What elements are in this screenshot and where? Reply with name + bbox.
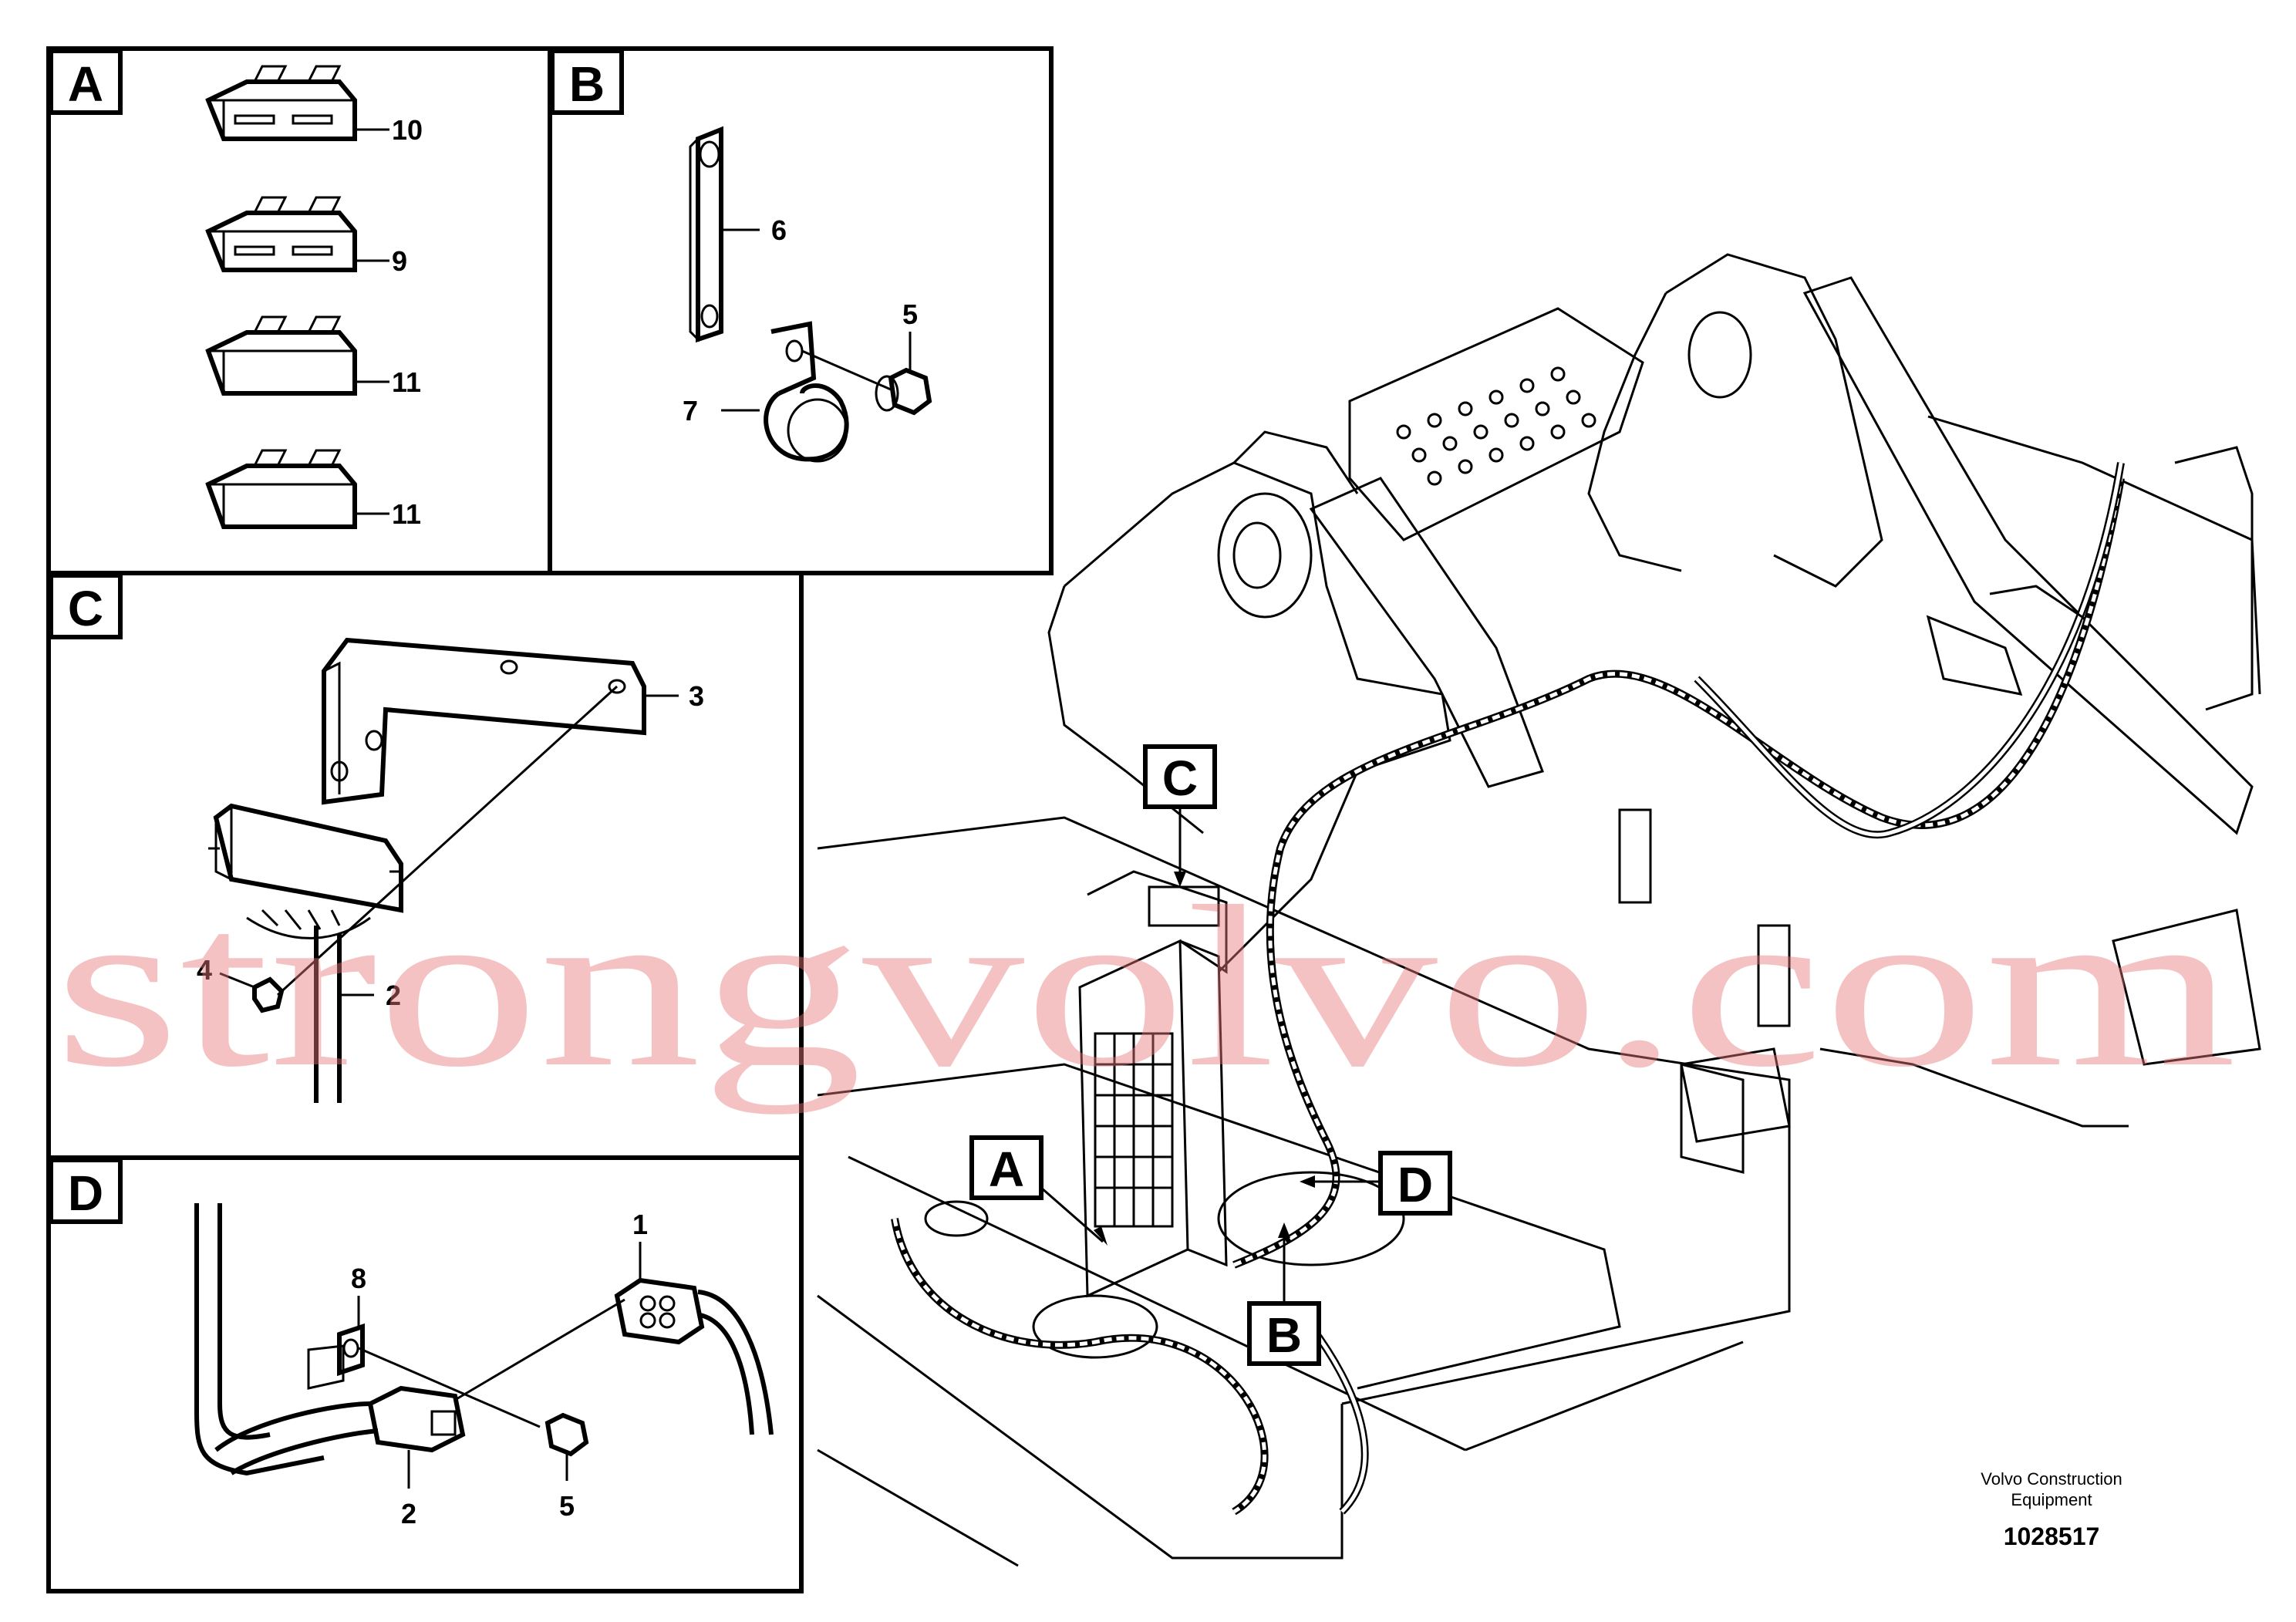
- screw-d: 5: [544, 1412, 589, 1522]
- fuse-9: 9: [205, 196, 407, 277]
- panel-c-letter: C: [68, 581, 103, 636]
- watermark-text: strongvolvo.com: [54, 858, 2237, 1115]
- callout-6: 6: [771, 214, 787, 246]
- mounting-bracket: 3: [322, 637, 704, 805]
- callout-10: 10: [392, 114, 423, 146]
- panel-b: B 6 7 5: [550, 49, 932, 463]
- fuse-10: 10: [205, 65, 423, 146]
- footer: Volvo Construction Equipment 1028517: [1981, 1469, 2122, 1550]
- panel-a: A 10 9 11: [49, 49, 423, 530]
- svg-text:D: D: [1397, 1157, 1433, 1212]
- callout-11-upper: 11: [392, 366, 421, 398]
- footer-line-2: Equipment: [2011, 1490, 2092, 1509]
- callout-3: 3: [689, 680, 704, 712]
- panel-d-frame: [46, 1155, 804, 1593]
- main-callout-c: C: [1143, 744, 1217, 887]
- panel-a-frame: [46, 46, 552, 575]
- callout-9: 9: [392, 245, 407, 277]
- clip-8: 8: [307, 1263, 366, 1390]
- cable-loop-d: [194, 1203, 379, 1476]
- fuse-11-lower: 11: [205, 449, 421, 530]
- panel-c: C 3 2 4: [49, 573, 704, 1103]
- connector-1: 1: [614, 1209, 774, 1435]
- callout-2-c: 2: [386, 980, 401, 1011]
- panel-a-letter: A: [68, 56, 103, 112]
- step-plate-holes: [1396, 366, 1596, 486]
- main-callout-b: B: [1247, 1222, 1321, 1366]
- footer-line-1: Volvo Construction: [1981, 1469, 2122, 1489]
- fuse-11-upper: 11: [205, 315, 421, 398]
- panel-c-frame: [46, 571, 804, 1160]
- callout-4: 4: [197, 954, 212, 986]
- callout-2-d: 2: [401, 1498, 416, 1529]
- callout-8: 8: [351, 1263, 366, 1294]
- fuse-box-grid: [1094, 1032, 1174, 1228]
- wire-harness-c: 2: [314, 926, 401, 1103]
- panel-b-letter: B: [569, 56, 605, 112]
- main-callout-a: A: [969, 1135, 1108, 1246]
- main-assembly-drawing: [817, 253, 2261, 1567]
- panel-d-letter: D: [68, 1165, 103, 1221]
- p-clamp: 7: [683, 321, 849, 463]
- callout-5-b: 5: [902, 298, 918, 330]
- screw-c: 4: [197, 954, 285, 1013]
- svg-text:C: C: [1162, 750, 1198, 806]
- svg-text:A: A: [989, 1141, 1024, 1197]
- svg-text:B: B: [1266, 1307, 1302, 1363]
- callout-5-d: 5: [559, 1490, 575, 1522]
- main-callout-d: D: [1300, 1151, 1452, 1216]
- strap-bracket: 6: [689, 126, 787, 343]
- callout-7: 7: [683, 395, 698, 427]
- relay-module: [208, 803, 403, 939]
- panel-d: D 2 8 5: [49, 1158, 774, 1529]
- panel-b-frame: [548, 46, 1054, 575]
- hex-screw-b: 5: [875, 298, 932, 416]
- callout-1: 1: [632, 1209, 648, 1240]
- connector-2: 2: [367, 1385, 466, 1529]
- callout-11-lower: 11: [392, 498, 421, 530]
- drawing-number: 1028517: [2004, 1523, 2100, 1550]
